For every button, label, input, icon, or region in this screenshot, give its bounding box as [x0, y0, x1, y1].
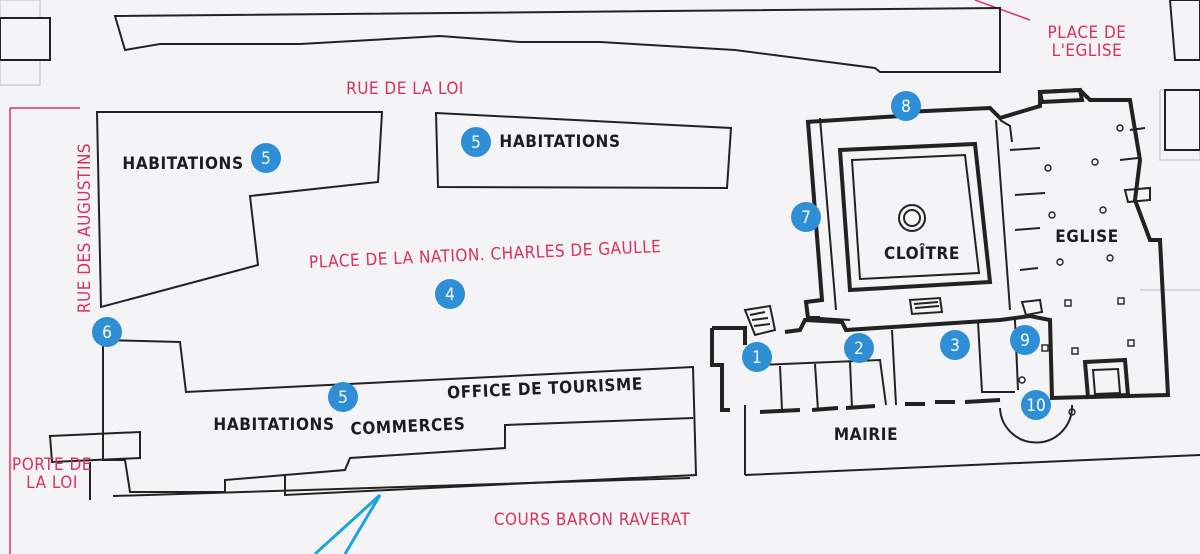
svg-text:2: 2 — [854, 339, 864, 359]
svg-text:1: 1 — [752, 348, 762, 368]
marker-6[interactable]: 6 — [92, 317, 122, 347]
direction-arrow — [313, 493, 382, 554]
building-habitations-top — [434, 111, 733, 190]
marker-2[interactable]: 2 — [844, 333, 874, 363]
street-label-place-nation: PLACE DE LA NATION. CHARLES DE GAULLE — [309, 237, 662, 273]
mairie-complex — [710, 87, 1171, 475]
marker-3[interactable]: 3 — [940, 330, 970, 360]
marker-4[interactable]: 4 — [435, 279, 465, 309]
svg-text:7: 7 — [801, 208, 811, 228]
svg-text:6: 6 — [102, 323, 112, 343]
street-label-porte-1: PORTE DE — [12, 455, 92, 475]
building-top-left — [0, 17, 51, 61]
svg-text:5: 5 — [471, 133, 481, 153]
marker-5-top[interactable]: 5 — [461, 127, 491, 157]
marker-10[interactable]: 10 — [1021, 390, 1051, 420]
svg-text:10: 10 — [1026, 396, 1045, 416]
svg-text:4: 4 — [445, 285, 455, 305]
svg-text:3: 3 — [950, 336, 960, 356]
street-label-rue-loi: RUE DE LA LOI — [346, 79, 464, 99]
label-cloitre: CLOÎTRE — [884, 242, 960, 264]
street-label-rue-augustins: RUE DES AUGUSTINS — [75, 143, 95, 313]
map-border — [9, 0, 1031, 554]
svg-text:5: 5 — [338, 388, 348, 408]
marker-5-bottom[interactable]: 5 — [328, 382, 358, 412]
porte-gate — [48, 430, 141, 500]
svg-text:5: 5 — [261, 149, 271, 169]
street-label-cours: COURS BARON RAVERAT — [494, 510, 691, 530]
label-habitations-bottom: HABITATIONS — [213, 415, 334, 435]
street-label-place-eglise-2: L'EGLISE — [1052, 41, 1123, 61]
svg-text:9: 9 — [1020, 331, 1030, 351]
church-pillars — [1018, 124, 1135, 416]
marker-1[interactable]: 1 — [742, 342, 772, 372]
marker-5-left[interactable]: 5 — [251, 143, 281, 173]
svg-text:8: 8 — [901, 97, 911, 117]
building-right-mid — [1164, 89, 1200, 151]
street-label-place-eglise-1: PLACE DE — [1048, 23, 1127, 43]
label-eglise: EGLISE — [1055, 227, 1119, 247]
building-right-top — [1168, 0, 1200, 61]
label-habitations-top: HABITATIONS — [499, 132, 620, 152]
label-mairie: MAIRIE — [834, 425, 898, 445]
label-habitations-left: HABITATIONS — [122, 154, 243, 174]
street-label-porte-2: LA LOI — [26, 473, 78, 493]
marker-7[interactable]: 7 — [791, 202, 821, 232]
building-top-strip — [113, 6, 1001, 73]
cours-street-edge — [112, 454, 1200, 497]
building-commerces-notch — [284, 417, 694, 476]
building-habitations-left — [95, 111, 384, 309]
marker-8[interactable]: 8 — [891, 91, 921, 121]
marker-9[interactable]: 9 — [1010, 325, 1040, 355]
